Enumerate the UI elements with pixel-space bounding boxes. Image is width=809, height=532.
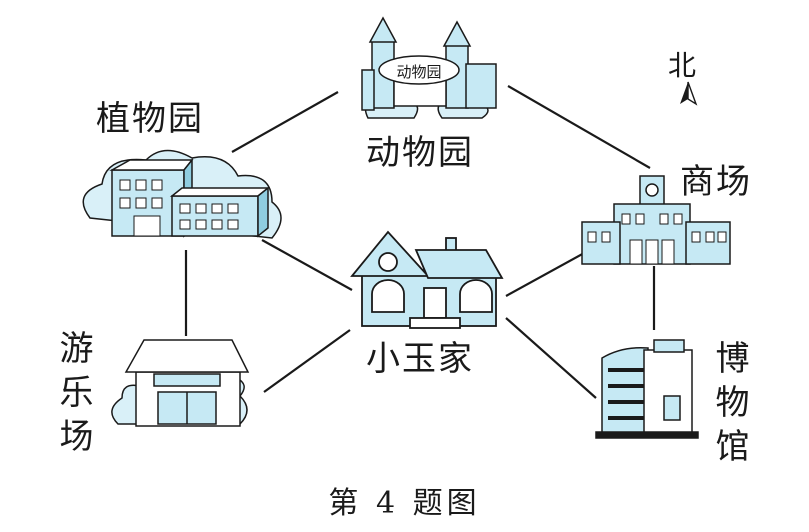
- road-home-mall: [505, 251, 587, 297]
- mall-building-icon: [581, 175, 731, 265]
- amusement-park-label: 游乐场: [53, 330, 93, 462]
- zoo-label: 动物园: [366, 133, 474, 173]
- road-botanical-home: [261, 239, 353, 291]
- botanical-garden-building-icon: [82, 149, 282, 239]
- road-botanical-zoo: [231, 91, 339, 153]
- north-arrow-icon: [680, 81, 698, 106]
- museum-building-icon: [595, 339, 699, 439]
- botanical-garden-label: 植物园: [96, 99, 204, 139]
- road-zoo-mall: [507, 85, 651, 169]
- zoo-sign-text: 动物园: [396, 63, 441, 81]
- museum-label: 博物馆: [709, 340, 749, 472]
- roads: [184, 85, 656, 399]
- figure-caption: 第 4 题图: [328, 486, 481, 521]
- home-house-icon: [350, 230, 504, 329]
- road-home-amusement: [263, 329, 351, 393]
- home-label: 小玉家: [366, 339, 474, 379]
- mall-label: 商场: [680, 162, 752, 202]
- zoo-building-icon: 动物园: [361, 16, 497, 119]
- north-label: 北: [668, 49, 697, 82]
- amusement-park-building-icon: [111, 339, 250, 427]
- road-home-museum: [505, 317, 597, 399]
